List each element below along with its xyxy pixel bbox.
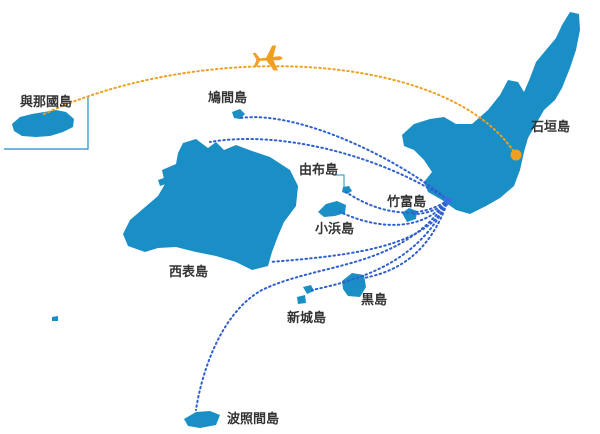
label-aragusuku: 新城島 — [287, 310, 326, 326]
route-taketomi — [413, 199, 449, 215]
route-iriomote-north — [209, 138, 449, 201]
label-ishigaki: 石垣島 — [530, 119, 570, 135]
yubu-leader-line — [333, 174, 345, 187]
island-iriomote[interactable] — [123, 139, 298, 270]
island-islet-west — [158, 178, 166, 186]
label-hateruma: 波照間島 — [227, 411, 279, 427]
label-taketomi: 竹富島 — [386, 194, 426, 210]
island-aragusuku-south[interactable] — [297, 295, 306, 304]
route-hateruma — [195, 199, 449, 411]
island-taketomi[interactable] — [402, 208, 417, 222]
island-islet-sw — [52, 316, 58, 321]
label-kohama: 小浜島 — [315, 221, 354, 237]
ferry-routes — [195, 116, 449, 411]
route-aragusuku — [311, 199, 449, 291]
route-kuroshima — [363, 199, 449, 279]
route-hatoma — [239, 116, 449, 201]
flight-route — [41, 65, 517, 156]
island-hateruma[interactable] — [184, 411, 220, 428]
island-yubu[interactable] — [342, 186, 352, 194]
label-iriomote: 西表島 — [169, 264, 208, 280]
island-ishigaki[interactable] — [402, 12, 580, 214]
airport-dot-icon[interactable] — [510, 149, 522, 161]
island-kuroshima[interactable] — [342, 273, 366, 297]
label-hatoma: 鳩間島 — [208, 90, 247, 106]
island-aragusuku-north[interactable] — [303, 285, 314, 294]
yonaguni-inset-frame — [4, 96, 89, 150]
label-kuroshima: 黒島 — [361, 292, 387, 308]
island-hatoma[interactable] — [232, 109, 245, 119]
label-yubu: 由布島 — [299, 162, 338, 178]
ferry-port-icon[interactable] — [443, 196, 454, 206]
label-yonaguni: 與那國島 — [20, 94, 72, 110]
island-kohama[interactable] — [318, 201, 346, 217]
airplane-icon — [252, 45, 284, 71]
route-yubu — [345, 191, 449, 214]
route-iriomote-south — [269, 199, 449, 263]
island-yonaguni[interactable] — [12, 110, 74, 137]
